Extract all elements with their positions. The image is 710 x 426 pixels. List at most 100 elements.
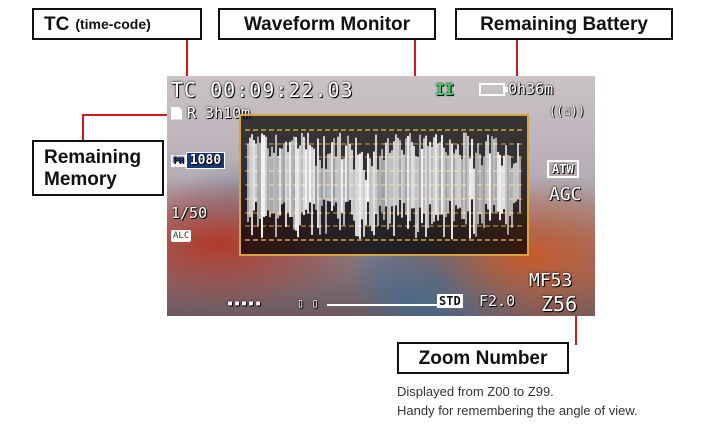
waveform-trace-column [405, 138, 407, 215]
waveform-trace-column [401, 149, 403, 218]
waveform-trace-column [437, 143, 439, 221]
waveform-trace-column [487, 134, 489, 210]
waveform-trace-column [413, 146, 415, 209]
waveform-trace-column [461, 159, 463, 220]
waveform-trace-column [263, 135, 265, 218]
waveform-trace-column [299, 145, 301, 226]
waveform-trace-column [399, 139, 401, 200]
waveform-trace-column [283, 143, 285, 203]
waveform-trace-column [327, 154, 329, 201]
waveform-trace-column [331, 142, 333, 211]
waveform-trace-column [447, 155, 449, 214]
waveform-trace-column [347, 135, 349, 202]
waveform-trace-column [439, 142, 441, 215]
waveform-trace-column [503, 155, 505, 210]
waveform-trace-column [367, 153, 369, 202]
waveform-trace-column [301, 133, 303, 213]
waveform-graph [245, 129, 523, 241]
waveform-trace-column [467, 136, 469, 212]
waveform-trace-column [275, 134, 277, 238]
resolution-indicator: PH 1080 [171, 152, 226, 169]
waveform-trace-column [431, 146, 433, 225]
waveform-trace-column [451, 143, 453, 240]
waveform-trace-column [479, 154, 481, 215]
callout-waveform-label: Waveform Monitor [243, 13, 411, 35]
waveform-trace-column [375, 134, 377, 214]
waveform-trace-column [271, 146, 273, 213]
waveform-trace-column [335, 156, 337, 203]
waveform-trace-column [429, 141, 431, 205]
waveform-trace-column [321, 168, 323, 206]
waveform-trace-column [319, 159, 321, 235]
waveform-trace-column [381, 149, 383, 212]
waveform-trace-column [293, 136, 295, 230]
audio-meter-icon: ▪▪▪▪▪ [227, 298, 263, 309]
waveform-monitor [239, 114, 529, 256]
callout-zoom: Zoom Number [397, 342, 569, 374]
waveform-trace-column [465, 132, 467, 225]
waveform-trace-column [379, 155, 381, 206]
waveform-trace-column [435, 134, 437, 215]
waveform-trace-column [483, 156, 485, 229]
waveform-trace-column [507, 154, 509, 235]
record-pause-indicator: II [435, 80, 455, 99]
waveform-trace-column [383, 160, 385, 221]
waveform-trace-column [317, 138, 319, 228]
waveform-trace-column [315, 165, 317, 210]
waveform-trace-column [253, 140, 255, 211]
waveform-trace-column [485, 141, 487, 204]
waveform-trace-column [389, 152, 391, 224]
callout-battery: Remaining Battery [455, 8, 673, 40]
waveform-trace-column [515, 162, 517, 202]
timecode-readout: TC 00:09:22.03 [171, 78, 354, 102]
waveform-trace-column [295, 137, 297, 231]
battery-icon [479, 82, 508, 96]
focus-readout: MF53 [529, 270, 573, 291]
waveform-trace-column [417, 156, 419, 232]
waveform-trace-column [393, 141, 395, 236]
leader-line-memory-h [82, 114, 182, 116]
waveform-trace-column [339, 132, 341, 231]
waveform-trace-column [261, 133, 263, 238]
waveform-trace-column [259, 142, 261, 219]
memory-card-icon [171, 106, 182, 120]
waveform-trace-column [351, 149, 353, 215]
waveform-trace-column [309, 145, 311, 203]
camera-lcd-screen: TC 00:09:22.03 R 3h10m II 0h36m ((☝)) PH… [167, 76, 595, 316]
waveform-trace-column [277, 155, 279, 219]
shutter-speed-readout: 1/50 [171, 204, 208, 222]
waveform-trace-column [255, 144, 257, 202]
waveform-trace-column [433, 137, 435, 222]
waveform-trace-column [281, 148, 283, 205]
waveform-trace-column [373, 151, 375, 236]
alc-badge: ALC [171, 230, 192, 242]
waveform-trace-column [415, 156, 417, 238]
waveform-trace-column [513, 163, 515, 204]
waveform-trace-column [517, 143, 519, 199]
waveform-trace-column [273, 152, 275, 214]
waveform-trace-column [501, 165, 503, 214]
waveform-trace-column [297, 148, 299, 238]
callout-timecode: TC (time-code) [32, 8, 202, 40]
waveform-trace-column [371, 166, 373, 232]
waveform-trace-column [285, 141, 287, 227]
waveform-trace-column [357, 154, 359, 237]
ph-badge: PH [171, 154, 186, 167]
waveform-trace-column [363, 170, 365, 237]
waveform-trace-column [343, 158, 345, 226]
waveform-trace-column [329, 153, 331, 202]
waveform-trace-column [251, 134, 253, 236]
waveform-trace-column [425, 135, 427, 237]
waveform-trace-column [349, 144, 351, 200]
callout-zoom-label: Zoom Number [418, 347, 548, 369]
waveform-trace-column [411, 142, 413, 209]
std-badge: STD [437, 294, 463, 308]
callout-memory-line2: Memory [44, 168, 117, 190]
resolution-badge: 1080 [185, 152, 226, 169]
waveform-trace-column [391, 150, 393, 207]
waveform-trace-column [395, 134, 397, 206]
agc-readout: AGC [549, 184, 582, 205]
waveform-trace-column [361, 152, 363, 220]
waveform-trace-column [499, 154, 501, 221]
waveform-trace-column [519, 157, 521, 213]
